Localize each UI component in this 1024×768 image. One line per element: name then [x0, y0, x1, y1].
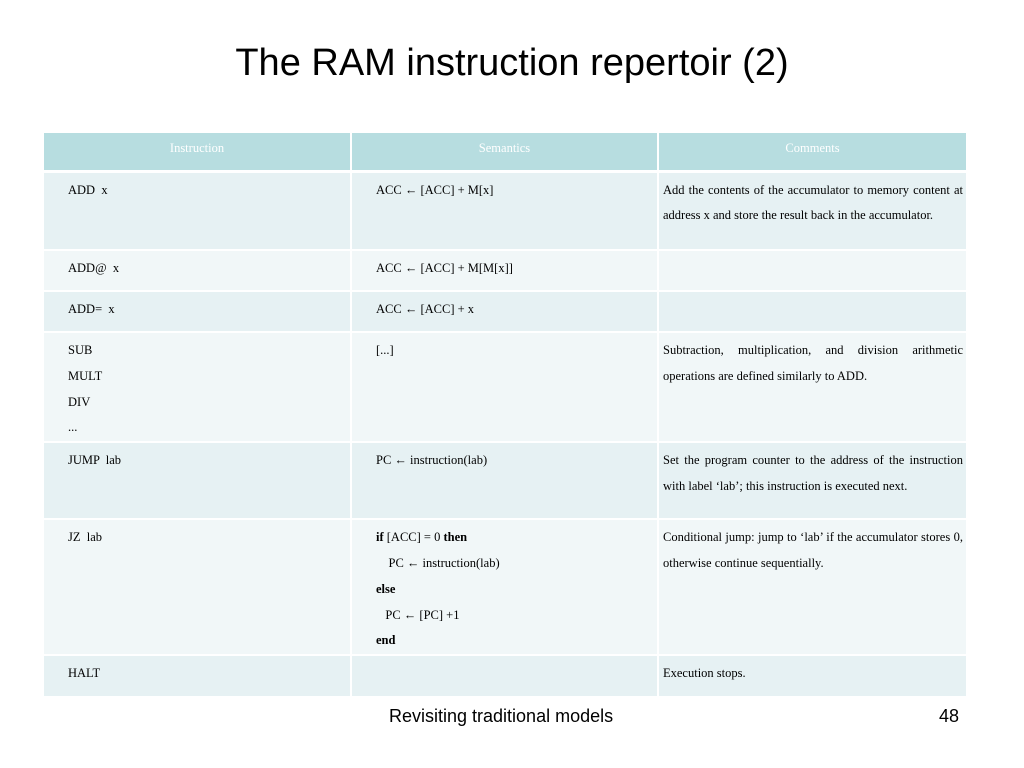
keyword-then: then — [443, 530, 468, 545]
semantics-cell: ACC ← [ACC] + M[x] — [351, 171, 659, 251]
table-row: JZ lab if [ACC] = 0 then PC ← instructio… — [44, 519, 966, 657]
comment-cell — [658, 250, 966, 292]
instruction-line: SUB — [68, 343, 93, 357]
comment-cell: Subtraction, multiplication, and divisio… — [658, 332, 966, 444]
semantics-cell — [351, 655, 659, 699]
semantics-line: PC ← [PC] +1 — [376, 607, 460, 622]
table-header-row: Instruction Semantics Comments — [44, 133, 966, 173]
comment-cell: Set the program counter to the address o… — [658, 442, 966, 521]
header-semantics: Semantics — [351, 133, 659, 173]
semantics-cell: if [ACC] = 0 then PC ← instruction(lab) … — [351, 519, 659, 657]
keyword-end: end — [376, 633, 396, 648]
slide-title: The RAM instruction repertoir (2) — [235, 42, 789, 84]
instruction-cell: ADD x — [44, 171, 352, 251]
instruction-cell: JUMP lab — [44, 442, 352, 521]
table-row: SUB MULT DIV ... [...] Subtraction, mult… — [44, 332, 966, 444]
semantics-cell: ACC ← [ACC] + x — [351, 291, 659, 333]
header-comments: Comments — [658, 133, 966, 173]
condition-text: [ACC] = 0 — [383, 530, 444, 545]
semantics-line: PC ← instruction(lab) — [376, 555, 500, 570]
instruction-line: MULT — [68, 368, 103, 383]
semantics-cell: [...] — [351, 332, 659, 444]
table-row: HALT Execution stops. — [44, 655, 966, 699]
instruction-cell: SUB MULT DIV ... — [44, 332, 352, 444]
instruction-line: DIV — [68, 394, 91, 409]
comment-cell: Conditional jump: jump to ‘lab’ if the a… — [658, 519, 966, 657]
comment-cell — [658, 291, 966, 333]
keyword-if: if — [376, 530, 384, 545]
instruction-table: Instruction Semantics Comments ADD x ACC… — [44, 133, 966, 699]
instruction-table-container: Instruction Semantics Comments ADD x ACC… — [44, 133, 966, 699]
table-row: ADD= x ACC ← [ACC] + x — [44, 291, 966, 333]
comment-cell: Execution stops. — [658, 655, 966, 699]
table-row: ADD@ x ACC ← [ACC] + M[M[x]] — [44, 250, 966, 292]
header-instruction: Instruction — [44, 133, 352, 173]
instruction-cell: JZ lab — [44, 519, 352, 657]
instruction-cell: ADD= x — [44, 291, 352, 333]
semantics-line: if [ACC] = 0 then — [376, 525, 653, 551]
instruction-cell: HALT — [44, 655, 352, 699]
keyword-else: else — [376, 581, 396, 596]
instruction-cell: ADD@ x — [44, 250, 352, 292]
footer-text: Revisiting traditional models — [389, 706, 614, 726]
semantics-cell: PC ← instruction(lab) — [351, 442, 659, 521]
semantics-cell: ACC ← [ACC] + M[M[x]] — [351, 250, 659, 292]
instruction-line: ... — [68, 420, 78, 435]
table-row: ADD x ACC ← [ACC] + M[x] Add the content… — [44, 171, 966, 251]
page-number: 48 — [939, 706, 960, 726]
table-row: JUMP lab PC ← instruction(lab) Set the p… — [44, 442, 966, 521]
comment-cell: Add the contents of the accumulator to m… — [658, 171, 966, 251]
